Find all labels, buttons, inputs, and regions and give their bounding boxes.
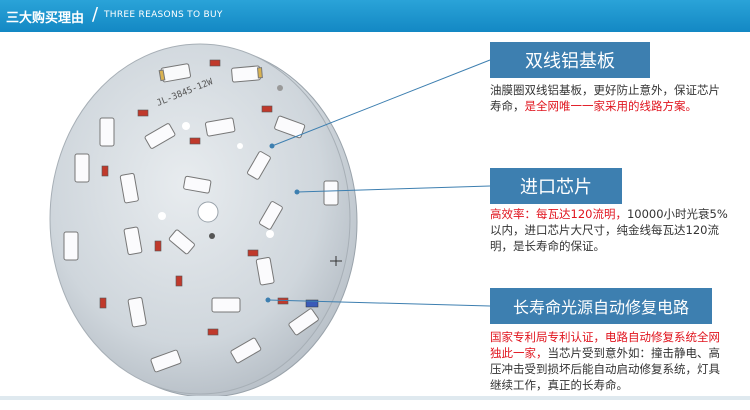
reason-desc-3: 国家专利局专利认证，电路自动修复系统全网独此一家，当芯片受到意外如：撞击静电、高…: [490, 330, 720, 392]
bottom-divider: [0, 396, 750, 400]
resistors: [99, 59, 289, 336]
header-separator: /: [92, 4, 99, 25]
reason-title-2: 进口芯片: [490, 168, 622, 204]
reason-title-3: 长寿命光源自动修复电路: [490, 288, 712, 324]
reason-title-1: 双线铝基板: [490, 42, 650, 78]
led-chips: [63, 63, 339, 373]
led-board-image: JL-3845-12W: [40, 36, 370, 406]
header-title-cn: 三大购买理由: [6, 11, 85, 26]
reason-desc-2: 高效率：每瓦达120流明，10000小时光衰5%以内，进口芯片大尺寸，纯金线每瓦…: [490, 207, 728, 253]
reason-desc-1: 油膜圈双线铝基板，更好防止意外，保证芯片寿命，是全网唯一一家采用的线路方案。: [490, 83, 720, 113]
header-title-en: THREE REASONS TO BUY: [104, 10, 223, 20]
header-banner: 三大购买理由 / THREE REASONS TO BUY: [0, 0, 750, 32]
